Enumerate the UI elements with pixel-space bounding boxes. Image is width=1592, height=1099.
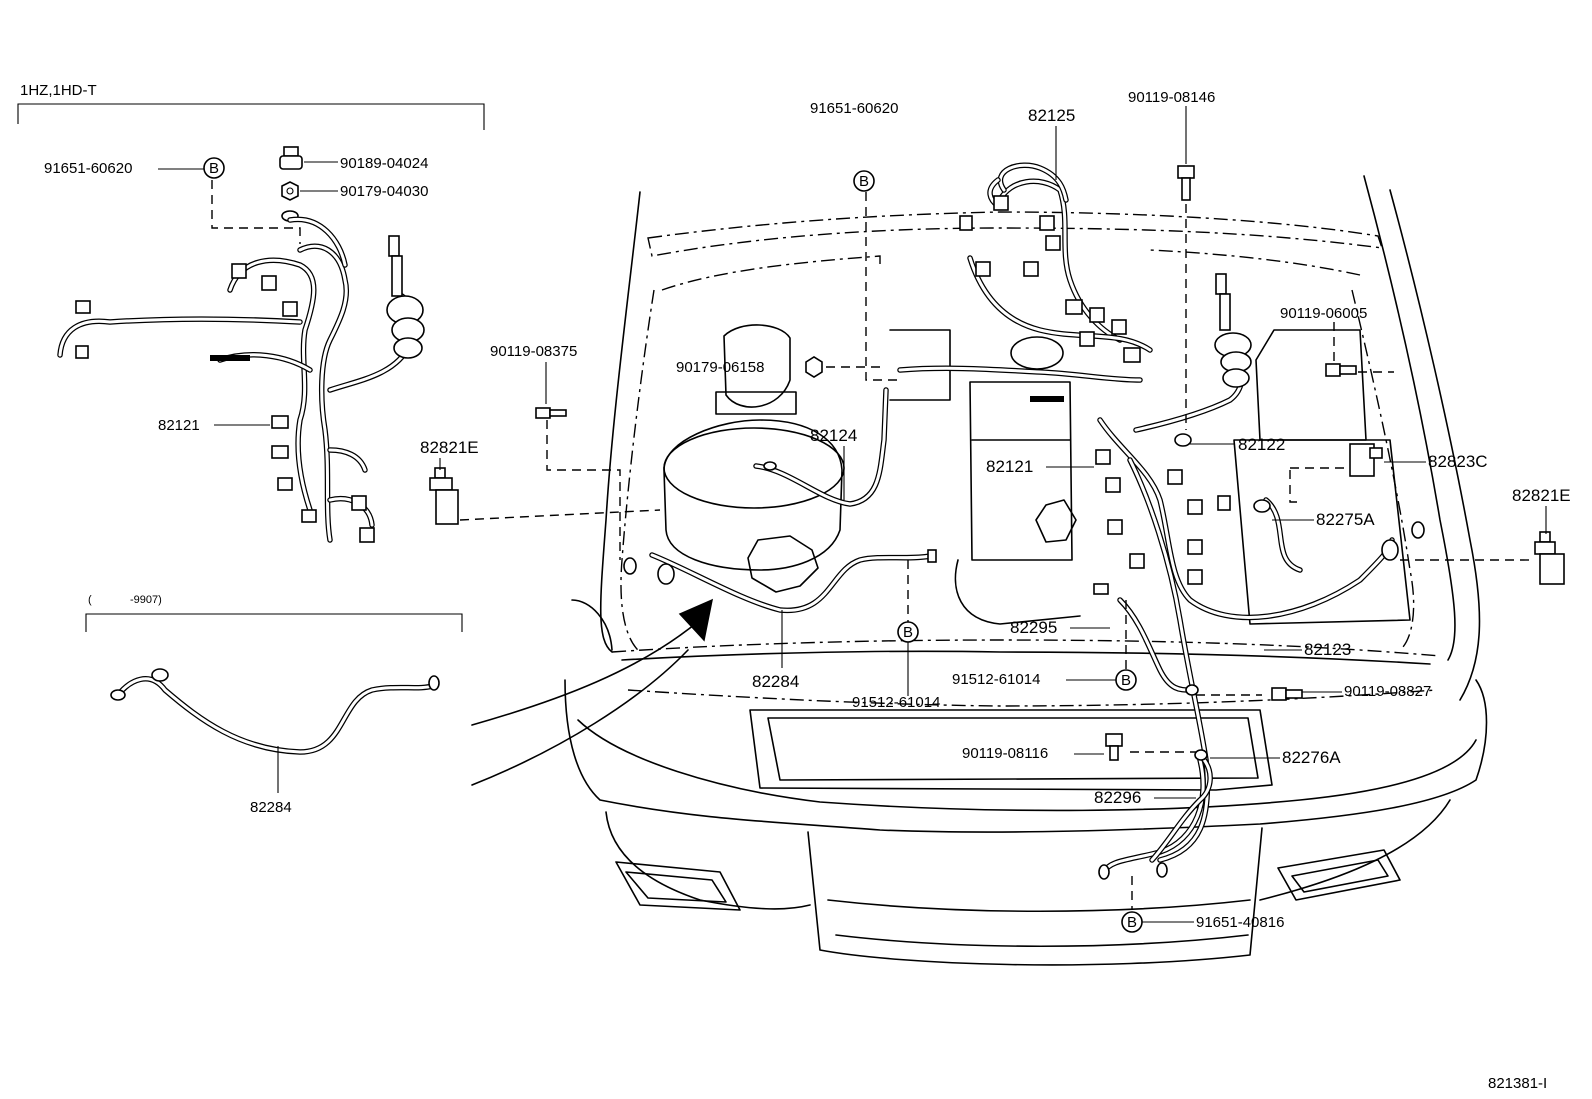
inset-callout-b-circle: B (203, 157, 225, 179)
callout-b-circle: B (853, 170, 875, 192)
inset-wire-title-date: -9907) (130, 594, 162, 606)
sensor-82823c-icon (1349, 443, 1383, 477)
svg-text:B: B (1127, 914, 1137, 931)
label-90179-06158: 90179-06158 (676, 359, 764, 376)
label-90119-06005: 90119-06005 (1280, 305, 1367, 322)
sensor-82821e-left-icon (429, 467, 459, 525)
callout-b-circle: B (1115, 669, 1137, 691)
inset-wire: ( -9907) 82284 (85, 594, 463, 816)
svg-text:B: B (903, 624, 913, 641)
label-82284: 82284 (752, 672, 799, 691)
inset-wire-label: 82284 (250, 799, 292, 816)
hardware-parts (429, 165, 1565, 761)
label-82276a: 82276A (1282, 748, 1341, 767)
label-90119-08146: 90119-08146 (1128, 89, 1215, 106)
callout-b-circle: B (897, 621, 919, 643)
bolt-icon (1177, 165, 1195, 201)
label-91512-61014-b: 91512-61014 (952, 671, 1040, 688)
inset-wire-title-open: ( (88, 594, 92, 606)
svg-text:B: B (1121, 672, 1131, 689)
label-82821e-right: 82821E (1512, 486, 1571, 505)
inset-engine-harness: 1HZ,1HD-T 91651-60620 B 90189-04024 9017… (17, 82, 485, 543)
bolt-icon (1271, 687, 1303, 701)
label-91651-40816: 91651-40816 (1196, 914, 1284, 931)
pointer-arrow (471, 598, 714, 786)
label-90119-08116: 90119-08116 (962, 745, 1048, 762)
inset-label-clamp: 91651-60620 (44, 160, 132, 177)
inset-engine-title: 1HZ,1HD-T (20, 82, 97, 99)
engine-harness-drawing (57, 216, 425, 543)
bolt-icon (1105, 733, 1123, 761)
main-harness-wires (623, 162, 1425, 880)
label-82275a: 82275A (1316, 510, 1375, 529)
bolt-icon (535, 407, 567, 419)
svg-text:B: B (859, 173, 869, 190)
label-82121: 82121 (986, 457, 1033, 476)
inset-label-harness: 82121 (158, 417, 200, 434)
label-82295: 82295 (1010, 618, 1057, 637)
reference-dashes (459, 192, 1530, 910)
bolt-icon (279, 146, 303, 170)
nut-icon (805, 356, 823, 378)
label-90119-08375: 90119-08375 (490, 343, 577, 360)
label-82124: 82124 (810, 426, 857, 445)
sensor-82821e-right-icon (1534, 531, 1565, 585)
label-90119-08827: 90119-08827 (1344, 683, 1431, 700)
diagram-id: 821381-I (1488, 1075, 1547, 1092)
inset-dash-clamp (211, 180, 301, 244)
label-82821e-left: 82821E (420, 438, 479, 457)
inset-label-nut: 90179-04030 (340, 183, 428, 200)
svg-text:B: B (209, 160, 219, 177)
label-82296: 82296 (1094, 788, 1141, 807)
label-82125: 82125 (1028, 106, 1075, 125)
inset-engine-bracket (17, 103, 485, 130)
callout-b-circle: B (1121, 911, 1143, 933)
label-82823c: 82823C (1428, 452, 1488, 471)
part-labels: 91651-60620 B 82125 90119-08146 90119-08… (420, 89, 1571, 1092)
label-82123: 82123 (1304, 640, 1351, 659)
label-91512-61014-a: 91512-61014 (852, 694, 940, 711)
nut-icon (281, 181, 299, 201)
label-91651-60620: 91651-60620 (810, 100, 898, 117)
inset-label-bolt: 90189-04024 (340, 155, 428, 172)
bolt-icon (1325, 363, 1357, 377)
inset-wire-bracket (85, 613, 463, 632)
label-82122: 82122 (1238, 435, 1285, 454)
vehicle-body-outline (564, 175, 1488, 966)
